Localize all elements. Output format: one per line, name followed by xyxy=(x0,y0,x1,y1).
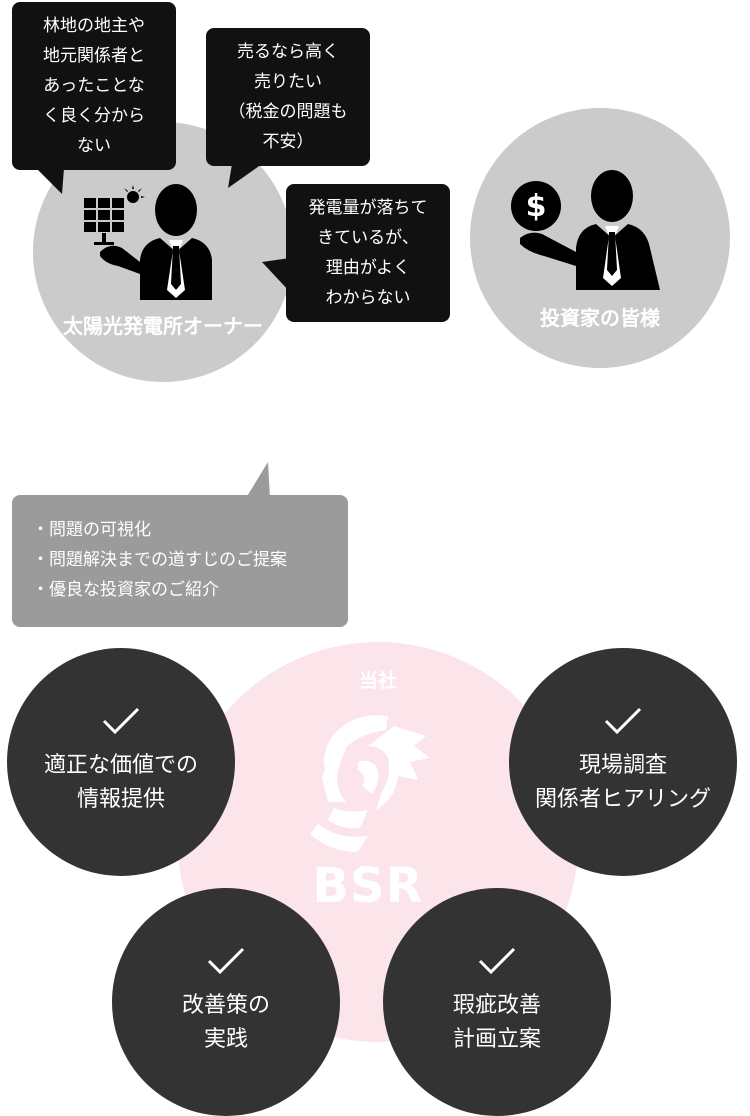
service-label: 適正な価値での 情報提供 xyxy=(43,753,198,812)
checkmark-icon xyxy=(604,707,642,735)
service-label: 瑕疵改善 計画立案 xyxy=(452,993,541,1052)
lion-logo-icon xyxy=(310,715,430,852)
service-circle-survey: 現場調査 関係者ヒアリング xyxy=(509,648,737,876)
proposal-box: 問題の可視化 問題解決までの道すじのご提案 優良な投資家のご紹介 xyxy=(12,495,348,627)
bubble-tail xyxy=(228,164,262,188)
businessman-icon xyxy=(520,170,660,290)
service-circle-info: 適正な価値での 情報提供 xyxy=(7,648,235,876)
proposal-item: 問題の可視化 xyxy=(32,515,348,545)
service-label: 改善策の 実践 xyxy=(181,993,270,1052)
company-logo-text: BSR xyxy=(312,858,424,914)
proposal-box-tail xyxy=(246,462,270,498)
checkmark-icon xyxy=(207,947,245,975)
proposal-item: 問題解決までの道すじのご提案 xyxy=(32,545,348,575)
businessman-icon xyxy=(100,184,212,300)
service-label: 現場調査 関係者ヒアリング xyxy=(534,753,711,812)
bubble-tail xyxy=(262,258,290,292)
bubble-tail xyxy=(36,168,64,194)
dollar-coin-icon: $ xyxy=(511,181,561,231)
service-circle-planning: 瑕疵改善 計画立案 xyxy=(383,888,611,1116)
service-circle-practice: 改善策の 実践 xyxy=(112,888,340,1116)
svg-text:$: $ xyxy=(526,189,547,224)
owner-concern-bubble-1: 林地の地主や 地元関係者と あったことな く良く分から ない xyxy=(12,2,176,170)
owner-concern-bubble-3: 発電量が落ちて きているが、 理由がよく わからない xyxy=(286,184,450,322)
solar-panel-icon xyxy=(84,185,145,245)
owner-label: 太陽光発電所オーナー xyxy=(63,314,263,338)
checkmark-icon xyxy=(102,707,140,735)
proposal-item: 優良な投資家のご紹介 xyxy=(32,575,348,605)
proposal-list: 問題の可視化 問題解決までの道すじのご提案 優良な投資家のご紹介 xyxy=(32,515,348,605)
checkmark-icon xyxy=(478,947,516,975)
company-label: 当社 xyxy=(358,670,397,692)
investor-label: 投資家の皆様 xyxy=(540,306,660,330)
owner-concern-bubble-2: 売るなら高く 売りたい （税金の問題も 不安） xyxy=(206,28,370,166)
